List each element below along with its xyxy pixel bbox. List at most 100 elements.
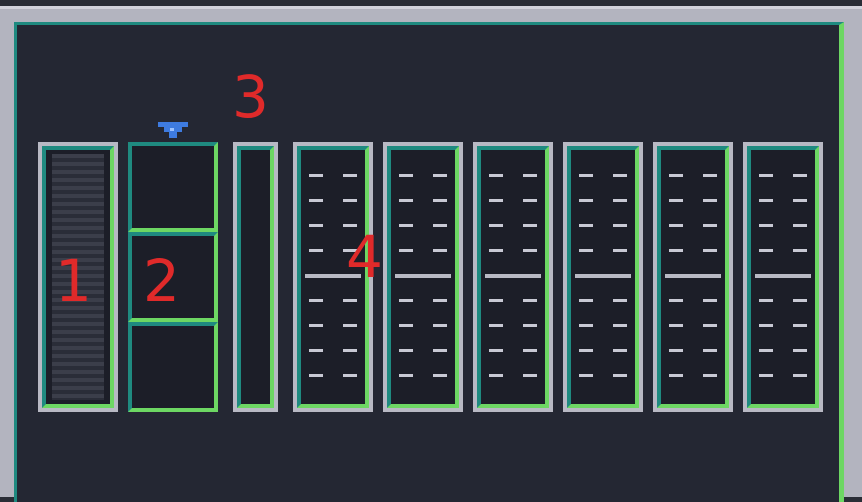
gauge-slot[interactable]	[383, 142, 463, 412]
gauge-midline	[305, 274, 361, 278]
annotation-label-2: 2	[143, 247, 180, 315]
gauge-tick	[669, 199, 683, 202]
gauge-tick	[309, 299, 323, 302]
gauge-tick	[523, 299, 537, 302]
gauge-tick	[523, 374, 537, 377]
gauge-tick	[613, 324, 627, 327]
gauge-tick	[489, 374, 503, 377]
gauge	[747, 146, 819, 408]
gauge-tick	[309, 174, 323, 177]
item-slot-stack	[128, 142, 218, 412]
gauge-tick	[343, 374, 357, 377]
gauge-tick	[669, 374, 683, 377]
gauge-tick	[343, 249, 357, 252]
gauge-tick	[759, 224, 773, 227]
gauge-tick	[793, 349, 807, 352]
gauge-tick	[343, 299, 357, 302]
gauge-tick	[759, 199, 773, 202]
gauge-slot[interactable]	[563, 142, 643, 412]
gauge	[477, 146, 549, 408]
gauge-tick	[399, 174, 413, 177]
gauge-tick	[399, 299, 413, 302]
gauge-tick	[433, 224, 447, 227]
down-arrow-marker-icon	[158, 122, 188, 138]
gauge-tick	[579, 324, 593, 327]
gauge-tick	[523, 199, 537, 202]
gauge-tick	[703, 249, 717, 252]
gauge-slot[interactable]	[293, 142, 373, 412]
gauge-tick	[579, 374, 593, 377]
gauge-midline	[755, 274, 811, 278]
gauge-scale	[305, 150, 361, 404]
gauge-tick	[669, 349, 683, 352]
gauge-tick	[489, 249, 503, 252]
gauge-tick	[343, 174, 357, 177]
gauge-midline	[665, 274, 721, 278]
gauge-tick	[399, 249, 413, 252]
gauge-tick	[793, 199, 807, 202]
item-slot-middle[interactable]	[128, 232, 218, 322]
gauge-tick	[433, 349, 447, 352]
gauge-tick	[669, 299, 683, 302]
gauge-tick	[793, 299, 807, 302]
gauge-tick	[433, 299, 447, 302]
gauge-tick	[399, 199, 413, 202]
gauge-tick	[703, 299, 717, 302]
gauge-tick	[793, 249, 807, 252]
gauge-tick	[343, 324, 357, 327]
gauge-tick	[489, 174, 503, 177]
gauge-tick	[579, 224, 593, 227]
gauge-tick	[399, 324, 413, 327]
gauge-tick	[343, 224, 357, 227]
gauge-tick	[433, 374, 447, 377]
storage-bar-slot[interactable]	[38, 142, 118, 412]
gauge-tick	[703, 324, 717, 327]
gauge-tick	[793, 224, 807, 227]
gauge-tick	[759, 374, 773, 377]
gauge-tick	[703, 224, 717, 227]
gauge-tick	[793, 374, 807, 377]
gauge-tick	[523, 324, 537, 327]
gauge-tick	[703, 349, 717, 352]
gauge-tick	[669, 224, 683, 227]
gauge-tick	[343, 349, 357, 352]
gauge-tick	[613, 174, 627, 177]
gauge	[297, 146, 369, 408]
gauge-tick	[669, 324, 683, 327]
narrow-bar-slot[interactable]	[233, 142, 278, 412]
gauge-tick	[523, 249, 537, 252]
gauge-tick	[613, 299, 627, 302]
gauge-scale	[485, 150, 541, 404]
gauge-tick	[309, 224, 323, 227]
gauge-tick	[613, 374, 627, 377]
gauge-tick	[759, 349, 773, 352]
annotation-label-1: 1	[55, 247, 92, 315]
gauge-midline	[575, 274, 631, 278]
annotation-label-3: 3	[232, 63, 269, 131]
gauge-tick	[309, 199, 323, 202]
gauge-tick	[579, 299, 593, 302]
gauge-tick	[613, 249, 627, 252]
gauge-tick	[523, 349, 537, 352]
gauge-scale	[395, 150, 451, 404]
gauge-slot[interactable]	[473, 142, 553, 412]
gauge-tick	[523, 174, 537, 177]
gauge-tick	[399, 349, 413, 352]
gauge-slot[interactable]	[743, 142, 823, 412]
gauge-tick	[489, 324, 503, 327]
gauge-tick	[759, 249, 773, 252]
gauge-tick	[523, 224, 537, 227]
gauge-tick	[309, 374, 323, 377]
gauge-tick	[669, 174, 683, 177]
gauge-tick	[793, 174, 807, 177]
gauge-tick	[759, 324, 773, 327]
item-slot-bottom[interactable]	[128, 322, 218, 412]
gauge-slot[interactable]	[653, 142, 733, 412]
gauge-scale	[575, 150, 631, 404]
item-slot-top[interactable]	[128, 142, 218, 232]
annotation-label-4: 4	[346, 223, 383, 291]
gauge-tick	[613, 224, 627, 227]
gauge-tick	[343, 199, 357, 202]
gauge-tick	[669, 249, 683, 252]
gauge-tick	[703, 199, 717, 202]
